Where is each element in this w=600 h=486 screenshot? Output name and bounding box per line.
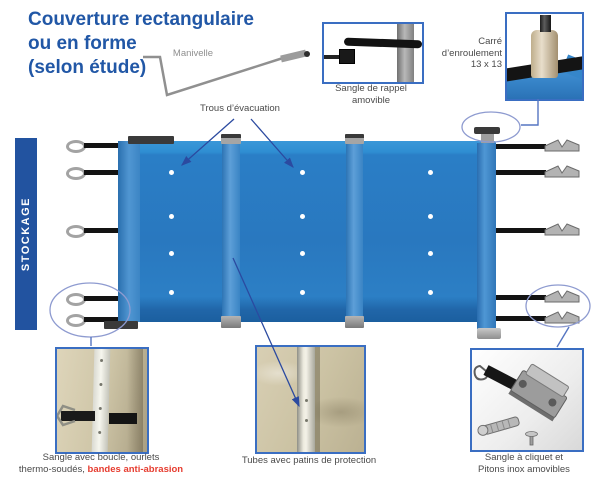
cover-left-band [118,141,140,322]
anti-abrasion-highlight: bandes anti-abrasion [87,463,184,475]
ratchet-icon [508,363,569,422]
tube1-top-cap [221,134,241,144]
cleat-icon [544,290,580,303]
inset-sangle-rappel [322,22,424,84]
inset-square-shaft [540,15,551,32]
inset-strap-photo [343,37,422,49]
sangle-rappel-label: Sangle de rappel amovible [335,83,407,106]
piton-icon [477,416,520,436]
drain-hole [428,290,433,295]
cover-tube-2 [346,141,363,322]
cleat-icon [544,223,580,236]
tube2-bottom-cap [345,316,364,328]
right-band-top-cap [474,127,500,134]
eyelet-loop [66,314,86,327]
strap-left [84,143,122,148]
eyelet-loop [66,293,86,306]
inset-carre-enroulement [505,12,584,101]
manivelle-label: Manivelle [172,48,214,59]
page-title: Couverture rectangulaire ou en forme (se… [28,8,278,80]
inset-tube-photo [397,24,414,82]
inset-sangle-boucle [55,347,149,454]
drain-hole [169,290,174,295]
page-title-line3: (selon étude) [28,57,147,78]
carre-enroulement-label: Carré d’enroulement 13 x 13 [441,36,502,70]
left-band-bottom-cap [104,321,138,329]
inset-rail-strip [91,349,111,452]
buckle-hook-icon [57,404,76,427]
strap-right [494,144,546,149]
drain-hole [428,214,433,219]
inset-sangle-cliquet [470,348,584,452]
stockage-banner: STOCKAGE [15,138,37,330]
page-title-line1: Couverture rectangulaire [28,9,254,30]
ratchet-piton-photo [473,363,569,446]
cleat-icon [544,165,580,178]
tube2-top-cap [345,134,364,144]
sangle-cliquet-label: Sangle à cliquet et Pitons inox amovible… [478,452,570,475]
tube1-bottom-cap [221,316,241,328]
left-band-top-cap [128,136,174,144]
trous-evacuation-label: Trous d’évacuation [200,103,280,114]
pool-cover-illustration [118,141,496,322]
strap-left [84,170,122,175]
strap-right [494,170,546,175]
drain-hole [428,170,433,175]
connector-cliquet [556,326,570,348]
drain-hole [300,170,305,175]
inset-strap-photo [61,411,95,421]
connector-carre [521,99,539,126]
cleat-icon [544,139,580,152]
cleat-icon [544,311,580,324]
inset-fabric-seam [315,347,320,452]
inset-tubes-patins [255,345,366,454]
drain-hole [300,214,305,219]
drain-hole [169,251,174,256]
inset-strap-end [109,413,137,424]
inset-winding-cylinder [531,30,558,78]
strap-right [494,295,546,300]
cover-right-band [477,143,496,329]
eyelet-loop [66,140,86,153]
drain-hole [428,251,433,256]
stockage-banner-label: STOCKAGE [20,196,32,272]
tubes-patins-label: Tubes avec patins de protection [241,455,377,466]
strap-left [84,296,122,301]
right-band-top-cap-stem [481,134,494,143]
pin-icon [525,431,538,446]
inset-buckle [339,49,355,64]
inset-strap-end [324,55,342,59]
cover-tube-1 [222,141,240,322]
strap-right [494,228,546,233]
drain-hole [300,290,305,295]
inset-tube-photo [297,347,315,452]
drain-hole [300,251,305,256]
inset-shadow [127,349,143,452]
drain-hole [169,214,174,219]
page-title-line2: ou en forme [28,33,137,54]
eyelet-loop [66,167,86,180]
drain-hole [169,170,174,175]
right-band-bottom-cap [477,328,501,339]
strap-right [494,316,546,321]
strap-left [84,228,122,233]
eyelet-loop [66,225,86,238]
sangle-boucle-label: Sangle avec boucle, ourlets thermo-soudé… [18,452,184,475]
